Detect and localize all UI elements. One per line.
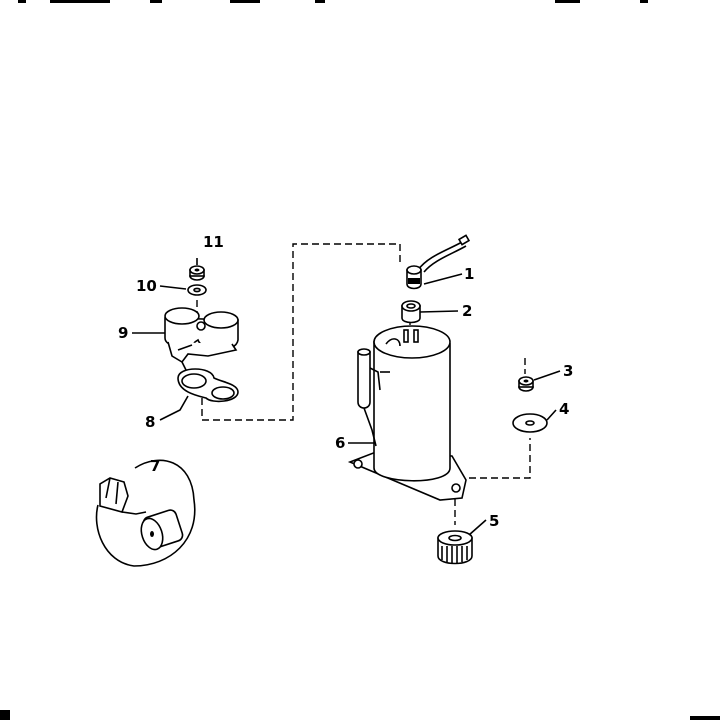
part-label-9: 9: [118, 324, 128, 342]
part-label-7: 7: [150, 457, 160, 475]
top-scan-artifacts: [18, 0, 648, 3]
corner-mark-right: [690, 716, 720, 720]
part-label-6: 6: [335, 434, 345, 452]
part-label-3: 3: [563, 362, 573, 380]
part-label-11: 11: [203, 233, 224, 251]
part-label-4: 4: [559, 400, 569, 418]
part-number-labels: 1 2 3 4 5 6 7 8 9 10 11: [118, 233, 573, 530]
part-label-10: 10: [136, 277, 157, 295]
grommet-5: [437, 530, 473, 565]
nut-11: [189, 265, 205, 281]
part-label-2: 2: [462, 302, 472, 320]
terminal-cover-1: [406, 234, 471, 290]
part-label-8: 8: [145, 413, 155, 431]
part-label-1: 1: [464, 265, 474, 283]
cover-9: [164, 307, 239, 371]
gasket-8: [177, 368, 239, 403]
corner-mark-left: [0, 710, 10, 720]
washer-10: [187, 284, 207, 296]
part-label-5: 5: [489, 512, 499, 530]
compressor-6: [347, 325, 467, 501]
overload-protector-7: [95, 459, 196, 567]
washer-4: [512, 413, 548, 433]
terminal-gasket-2: [401, 300, 421, 324]
leader-lines: [132, 258, 561, 536]
nut-3: [518, 376, 534, 392]
